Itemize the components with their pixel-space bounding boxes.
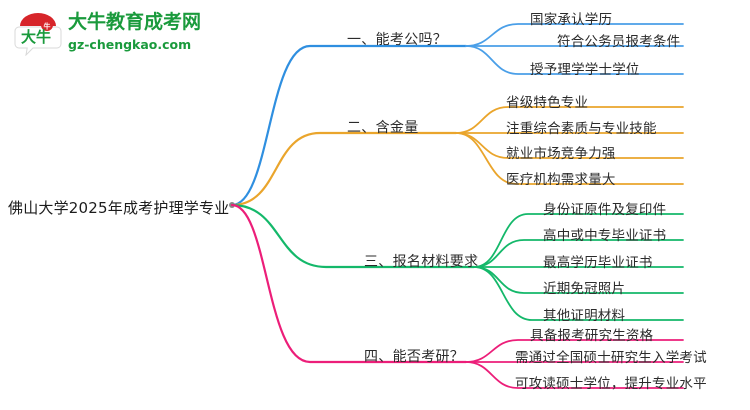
branch-3-child-1-link bbox=[473, 213, 684, 268]
leaf-node-3-2[interactable]: 高中或中专毕业证书 bbox=[543, 228, 667, 244]
branch-3-child-2-link bbox=[473, 239, 684, 268]
svg-text:牛: 牛 bbox=[44, 22, 51, 31]
root-node-label[interactable]: 佛山大学2025年成考护理学专业 bbox=[8, 199, 230, 217]
branch-node-3[interactable]: 三、报名材料要求 bbox=[364, 254, 479, 270]
branch-3-child-5-link bbox=[473, 266, 684, 321]
leaf-node-4-2[interactable]: 需通过全国硕士研究生入学考试 bbox=[515, 350, 707, 366]
leaf-node-4-3[interactable]: 可攻读硕士学位，提升专业水平 bbox=[515, 376, 707, 392]
logo-name: 大牛教育成考网 bbox=[68, 11, 202, 33]
site-logo: 牛 大牛 大牛教育成考网 gz-chengkao.com bbox=[14, 8, 204, 60]
logo-mark-icon: 牛 大牛 bbox=[14, 13, 62, 56]
leaf-node-1-2[interactable]: 符合公务员报考条件 bbox=[557, 34, 681, 50]
leaf-node-3-1[interactable]: 身份证原件及复印件 bbox=[543, 202, 667, 218]
leaf-node-1-3[interactable]: 授予理学学士学位 bbox=[530, 62, 640, 78]
branch-1-trunk bbox=[230, 44, 468, 207]
branch-4-trunk bbox=[230, 203, 468, 364]
logo-url: gz-chengkao.com bbox=[68, 37, 192, 52]
leaf-node-3-4[interactable]: 近期免冠照片 bbox=[543, 281, 626, 297]
leaf-node-2-4[interactable]: 医疗机构需求量大 bbox=[506, 172, 616, 188]
leaf-node-4-1[interactable]: 具备报考研究生资格 bbox=[530, 328, 654, 344]
branch-1-child-3-link bbox=[465, 45, 684, 75]
branch-2-trunk bbox=[230, 131, 458, 207]
leaf-node-2-2[interactable]: 注重综合素质与专业技能 bbox=[506, 121, 657, 137]
leaf-node-1-1[interactable]: 国家承认学历 bbox=[530, 12, 613, 28]
leaf-node-2-3[interactable]: 就业市场竞争力强 bbox=[506, 146, 616, 162]
branch-node-4[interactable]: 四、能否考研？ bbox=[364, 349, 465, 365]
branch-node-2[interactable]: 二、含金量 bbox=[347, 120, 419, 136]
svg-text:大牛: 大牛 bbox=[21, 28, 51, 46]
branch-node-1[interactable]: 一、能考公吗？ bbox=[347, 32, 448, 48]
leaf-node-3-3[interactable]: 最高学历毕业证书 bbox=[543, 255, 653, 271]
leaf-node-2-1[interactable]: 省级特色专业 bbox=[506, 95, 589, 111]
branch-4-child-3-link bbox=[465, 361, 684, 389]
leaf-node-3-5[interactable]: 其他证明材料 bbox=[543, 308, 626, 324]
branch-3-trunk bbox=[230, 203, 476, 269]
branch-2-child-4-link bbox=[455, 132, 684, 185]
